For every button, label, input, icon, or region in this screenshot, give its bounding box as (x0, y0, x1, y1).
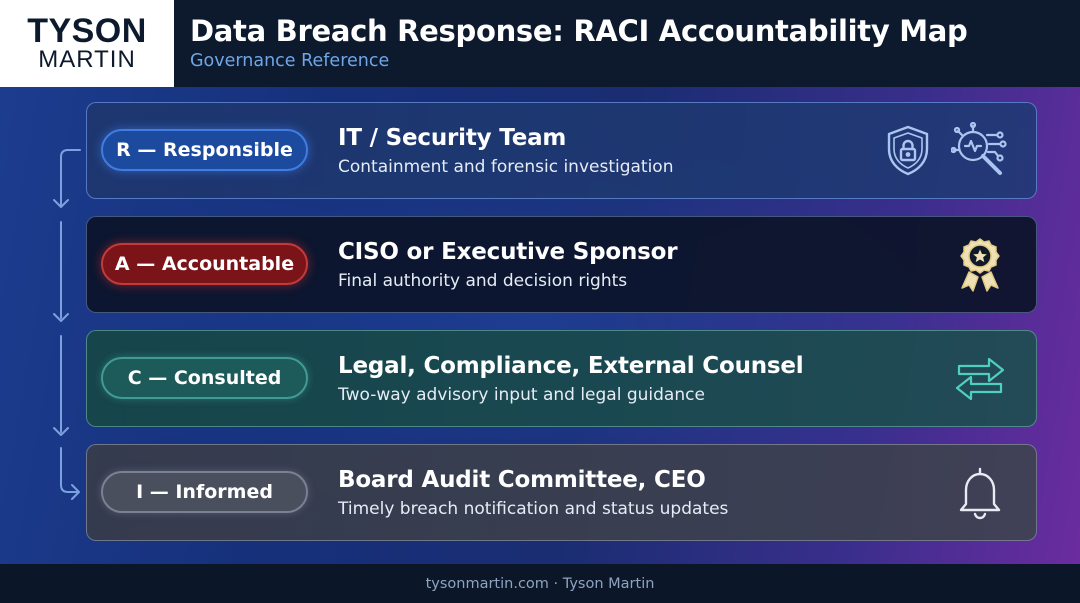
raci-row-accountable: A — Accountable CISO or Executive Sponso… (86, 216, 1037, 313)
row-title-responsible: IT / Security Team (338, 125, 567, 151)
row-description-responsible: Containment and forensic investigation (338, 157, 674, 177)
row-title-consulted: Legal, Compliance, External Counsel (338, 353, 804, 379)
footer-text: tysonmartin.com · Tyson Martin (425, 575, 655, 592)
page-subtitle: Governance Reference (190, 51, 390, 71)
badge-responsible: R — Responsible (101, 129, 308, 171)
shield-lock-icon (879, 122, 937, 180)
two-way-arrows-icon (951, 350, 1009, 408)
row-description-informed: Timely breach notification and status up… (338, 499, 729, 519)
row-title-informed: Board Audit Committee, CEO (338, 467, 706, 493)
raci-row-informed: I — Informed Board Audit Committee, CEO … (86, 444, 1037, 541)
badge-consulted: C — Consulted (101, 357, 308, 399)
footer: tysonmartin.com · Tyson Martin (0, 564, 1080, 603)
raci-row-responsible: R — Responsible IT / Security Team Conta… (86, 102, 1037, 199)
badge-accountable: A — Accountable (101, 243, 308, 285)
page-title: Data Breach Response: RACI Accountabilit… (190, 14, 968, 48)
badge-informed: I — Informed (101, 471, 308, 513)
raci-row-consulted: C — Consulted Legal, Compliance, Externa… (86, 330, 1037, 427)
award-badge-icon (951, 236, 1009, 294)
row-description-accountable: Final authority and decision rights (338, 271, 628, 291)
logo: TYSON MARTIN (0, 0, 174, 87)
logo-line2: MARTIN (38, 45, 136, 73)
header: TYSON MARTIN Data Breach Response: RACI … (0, 0, 1080, 87)
logo-line1: TYSON (27, 11, 147, 50)
row-description-consulted: Two-way advisory input and legal guidanc… (338, 385, 705, 405)
bell-icon (951, 464, 1009, 522)
row-title-accountable: CISO or Executive Sponsor (338, 239, 678, 265)
circuit-magnifier-icon (951, 122, 1009, 180)
